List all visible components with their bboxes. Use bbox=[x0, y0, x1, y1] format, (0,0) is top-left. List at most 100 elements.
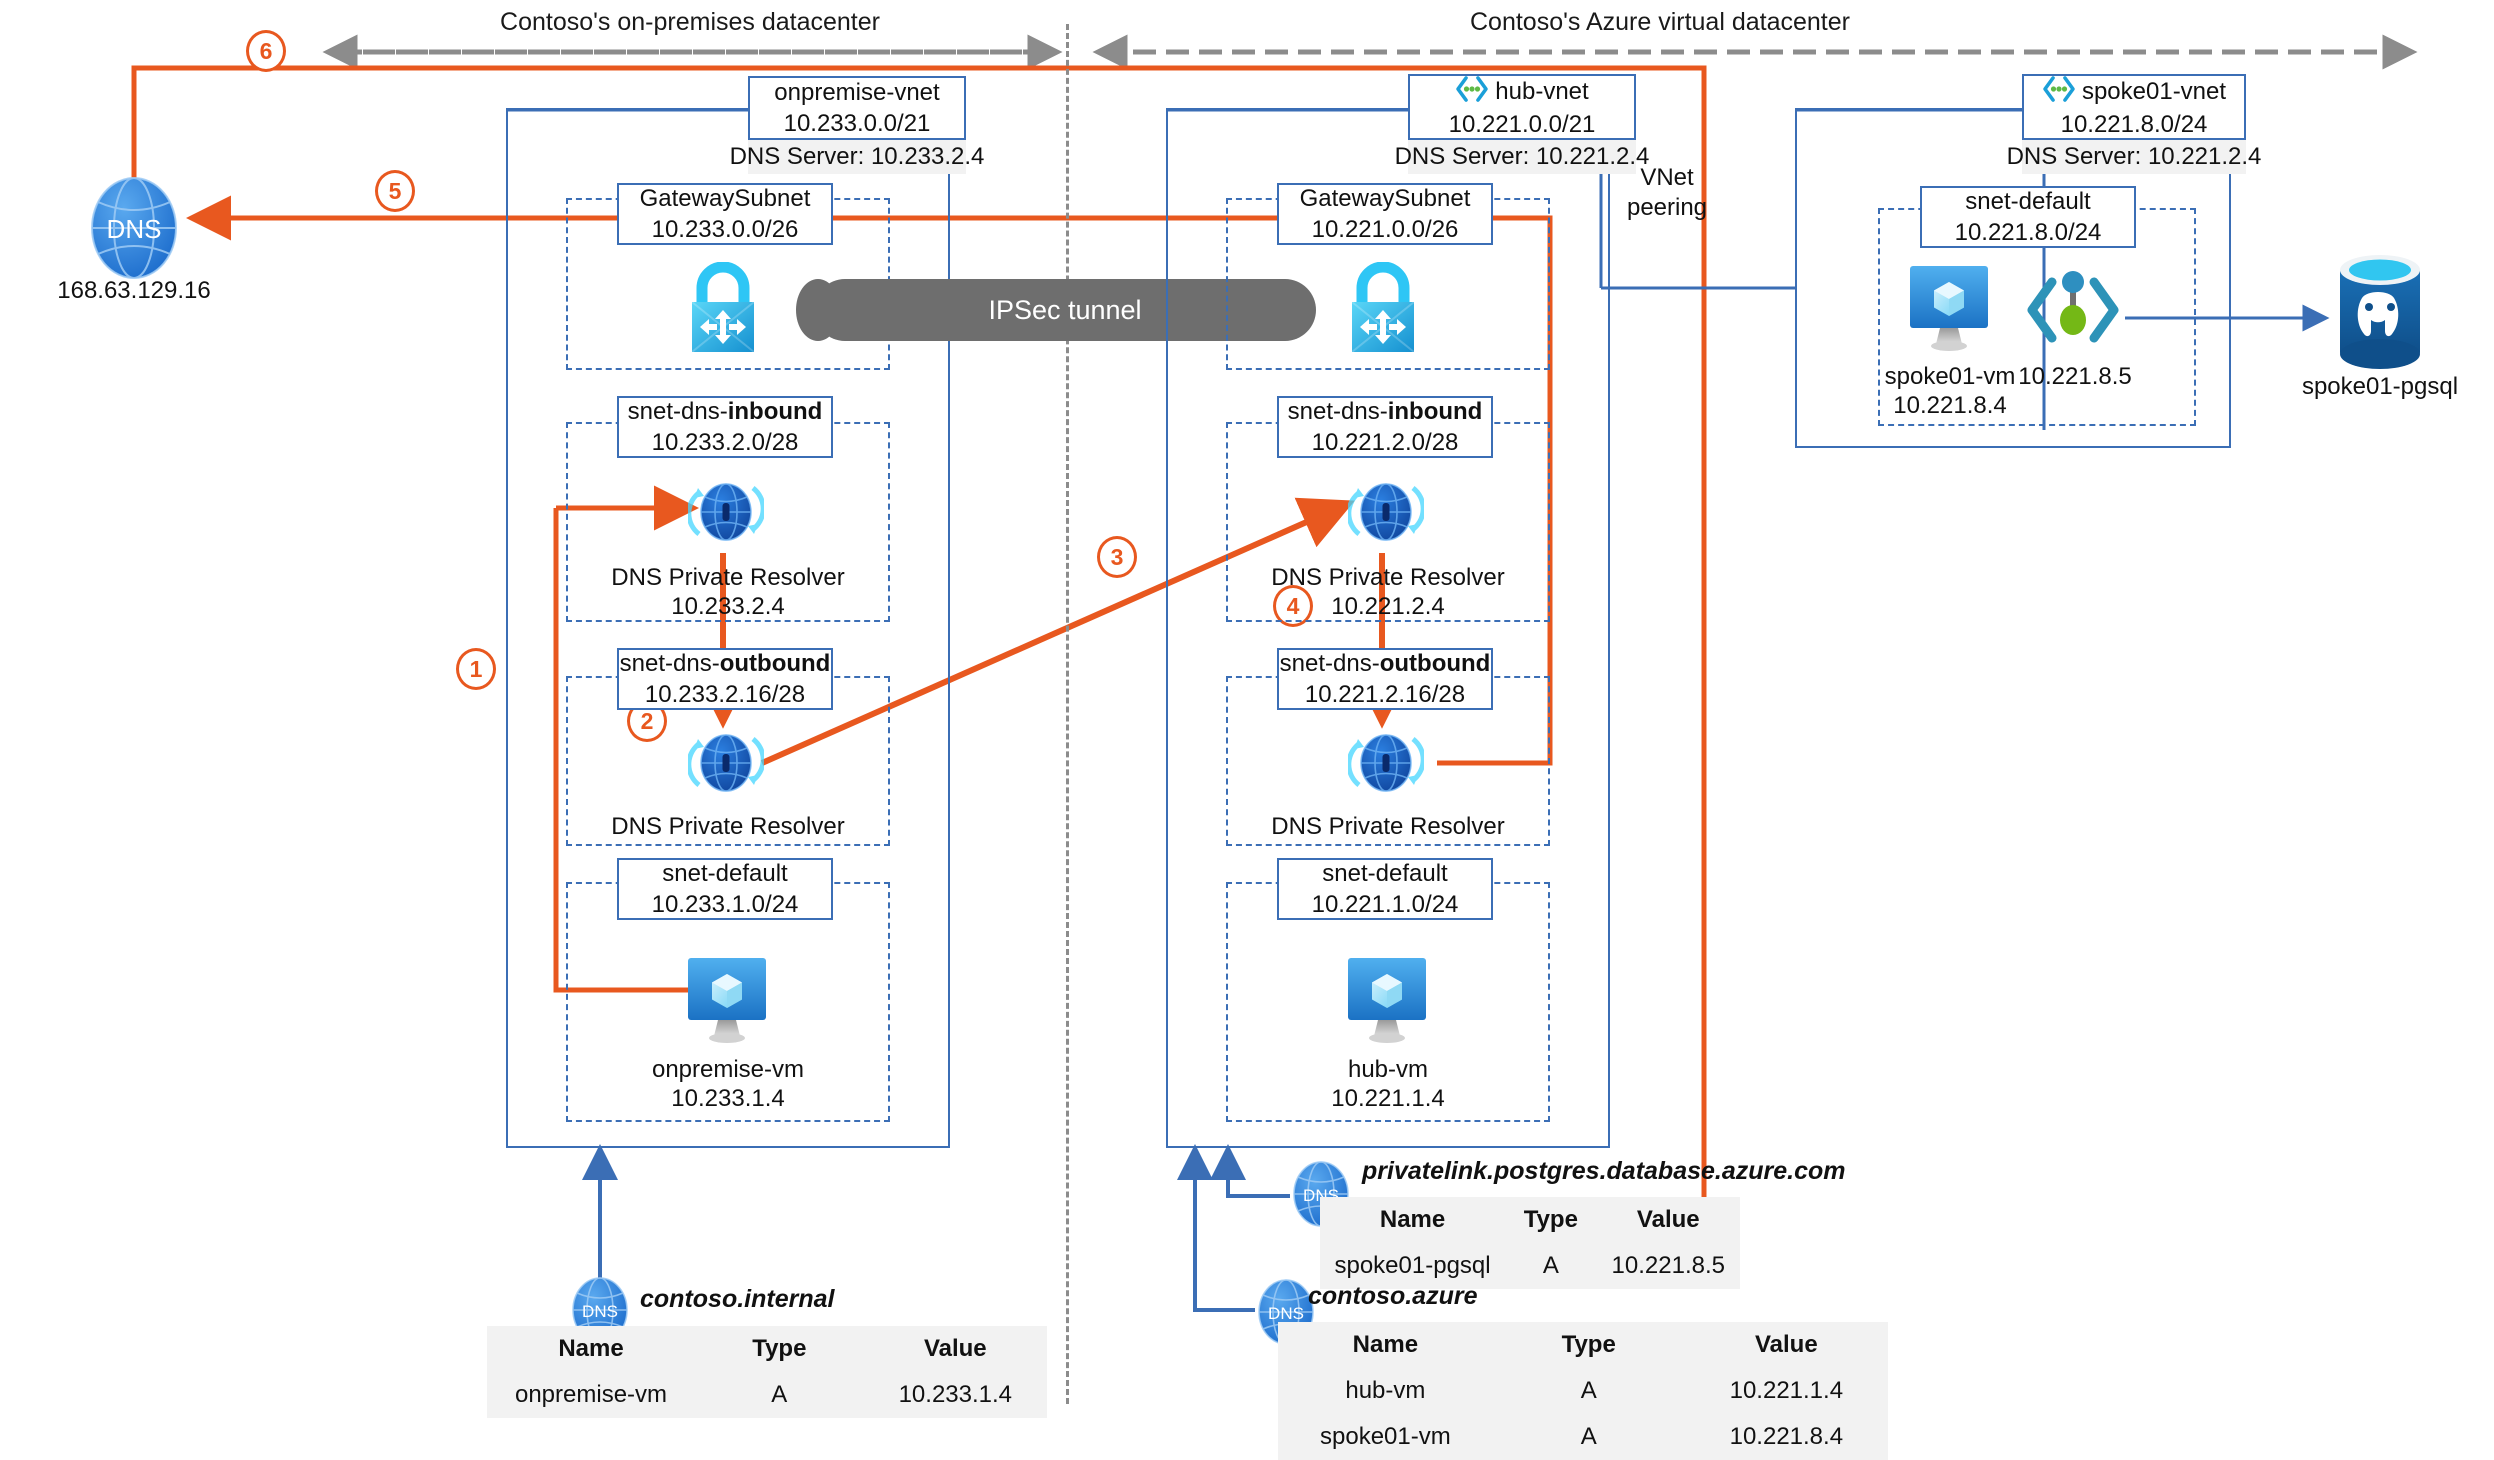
onpremise-snet-dns-inbound-name: snet-dns-inbound bbox=[627, 398, 823, 425]
spoke01-vm-name: spoke01-vm bbox=[1884, 363, 2016, 390]
step-badge-5: 5 bbox=[375, 170, 415, 212]
record-value: 10.233.1.4 bbox=[863, 1372, 1047, 1418]
record-name: onpremise-vm bbox=[487, 1372, 696, 1418]
onpremise-dns-server: DNS Server: 10.233.2.4 bbox=[730, 140, 984, 174]
hub-vnet-cidr: 10.221.0.0/21 bbox=[1448, 111, 1596, 138]
spoke01-pgsql-name: spoke01-pgsql bbox=[2301, 373, 2459, 400]
hub-snet-dns-inbound-cidr: 10.221.2.0/28 bbox=[1311, 429, 1459, 456]
spoke01-vnet-cidr: 10.221.8.0/24 bbox=[2060, 111, 2208, 138]
hub-vnet-card: hub-vnet 10.221.0.0/21 bbox=[1408, 74, 1636, 140]
hub-vpn-gateway-icon bbox=[1332, 262, 1434, 358]
ipsec-tunnel: IPSec tunnel bbox=[796, 279, 1316, 341]
privatelink-zone-name: privatelink.postgres.database.azure.com bbox=[1362, 1157, 1846, 1185]
column-header-name: Name bbox=[487, 1326, 696, 1372]
onpremise-resolver-inbound-ip: 10.233.2.4 bbox=[671, 593, 785, 620]
hub-gatewaysubnet-cidr: 10.221.0.0/26 bbox=[1311, 216, 1459, 243]
step-badge-3: 3 bbox=[1097, 536, 1137, 578]
record-type: A bbox=[695, 1372, 864, 1418]
contoso-azure-link bbox=[1177, 1144, 1255, 1312]
vnet-peering-label-line2: peering bbox=[1626, 194, 1708, 221]
azure-wire-dns-ip: 168.63.129.16 bbox=[57, 277, 211, 304]
hub-dns-private-resolver-inbound-icon bbox=[1348, 472, 1424, 552]
table-header-row: Name Type Value bbox=[1278, 1322, 1888, 1368]
onpremise-resolver-inbound-label: DNS Private Resolver bbox=[611, 564, 845, 591]
column-header-type: Type bbox=[1492, 1322, 1685, 1368]
onpremise-dns-private-resolver-inbound-icon bbox=[688, 472, 764, 552]
zone-divider bbox=[1066, 24, 1069, 1404]
privatelink-table: Name Type Value spoke01-pgsql A 10.221.8… bbox=[1320, 1197, 1740, 1289]
privatelink-zone-link bbox=[1210, 1144, 1290, 1198]
contoso-internal-zone-name: contoso.internal bbox=[640, 1285, 835, 1313]
hub-snet-default-name: snet-default bbox=[1322, 860, 1448, 887]
record-name: spoke01-vm bbox=[1278, 1414, 1493, 1460]
column-header-value: Value bbox=[1684, 1322, 1888, 1368]
hub-vnet-name: hub-vnet bbox=[1495, 78, 1589, 105]
spoke01-snet-default-name: snet-default bbox=[1965, 188, 2091, 215]
contoso-internal-table: Name Type Value onpremise-vm A 10.233.1.… bbox=[487, 1326, 1047, 1418]
hub-dns-server: DNS Server: 10.221.2.4 bbox=[1395, 140, 1649, 174]
onpremise-vm-name: onpremise-vm bbox=[651, 1056, 805, 1083]
hub-snet-dns-outbound-cidr: 10.221.2.16/28 bbox=[1304, 681, 1466, 708]
contoso-azure-zone-name: contoso.azure bbox=[1308, 1282, 1478, 1310]
record-type: A bbox=[1492, 1368, 1685, 1414]
spoke01-vm-icon bbox=[1900, 260, 1998, 358]
column-header-value: Value bbox=[1596, 1197, 1740, 1243]
onpremise-snet-default-card: snet-default 10.233.1.0/24 bbox=[617, 858, 833, 920]
spoke01-vnet-name: spoke01-vnet bbox=[2081, 78, 2227, 105]
spoke01-snet-default-card: snet-default 10.221.8.0/24 bbox=[1920, 186, 2136, 248]
onpremise-snet-dns-outbound-cidr: 10.233.2.16/28 bbox=[644, 681, 806, 708]
hub-snet-dns-outbound-name: snet-dns-outbound bbox=[1279, 650, 1491, 677]
table-row: spoke01-vm A 10.221.8.4 bbox=[1278, 1414, 1888, 1460]
hub-vm-name: hub-vm bbox=[1347, 1056, 1429, 1083]
onpremise-snet-default-cidr: 10.233.1.0/24 bbox=[651, 891, 799, 918]
spoke01-snet-default-cidr: 10.221.8.0/24 bbox=[1954, 219, 2102, 246]
onpremise-vm-icon bbox=[678, 952, 776, 1050]
column-header-type: Type bbox=[695, 1326, 864, 1372]
onpremise-snet-default-name: snet-default bbox=[662, 860, 788, 887]
hub-gatewaysubnet-name: GatewaySubnet bbox=[1299, 185, 1471, 212]
onpremise-vm-ip: 10.233.1.4 bbox=[671, 1085, 785, 1112]
record-name: hub-vm bbox=[1278, 1368, 1493, 1414]
onpremise-snet-dns-inbound-card: snet-dns-inbound 10.233.2.0/28 bbox=[617, 396, 833, 458]
table-header-row: Name Type Value bbox=[487, 1326, 1047, 1372]
hub-vnet-boundary bbox=[1166, 108, 1610, 1148]
spoke01-dns-server: DNS Server: 10.221.2.4 bbox=[2007, 140, 2261, 174]
onpremise-vnet-cidr: 10.233.0.0/21 bbox=[783, 110, 931, 137]
onpremise-gatewaysubnet-name: GatewaySubnet bbox=[639, 185, 811, 212]
spoke01-vnet-card: spoke01-vnet 10.221.8.0/24 bbox=[2022, 74, 2246, 140]
azure-zone-title: Contoso's Azure virtual datacenter bbox=[1470, 8, 1850, 36]
onpremise-vnet-name: onpremise-vnet bbox=[774, 79, 940, 106]
onpremise-snet-dns-outbound-card: snet-dns-outbound 10.233.2.16/28 bbox=[617, 648, 833, 710]
ipsec-tunnel-label: IPSec tunnel bbox=[814, 279, 1316, 341]
hub-snet-dns-outbound-card: snet-dns-outbound 10.221.2.16/28 bbox=[1277, 648, 1493, 710]
onpremise-resolver-outbound-label: DNS Private Resolver bbox=[611, 813, 845, 840]
spoke01-pgsql-icon bbox=[2328, 252, 2432, 372]
onpremise-gatewaysubnet-cidr: 10.233.0.0/26 bbox=[651, 216, 799, 243]
hub-vm-ip: 10.221.1.4 bbox=[1331, 1085, 1445, 1112]
onpremise-dns-private-resolver-outbound-icon bbox=[688, 723, 764, 803]
column-header-name: Name bbox=[1320, 1197, 1506, 1243]
svg-text:DNS: DNS bbox=[582, 1302, 618, 1321]
vnet-peering-label-line1: VNet bbox=[1640, 164, 1694, 191]
spoke01-vnet-boundary bbox=[1795, 108, 2231, 448]
onpremise-vnet-card: onpremise-vnet 10.233.0.0/21 bbox=[748, 76, 966, 140]
hub-resolver-outbound-label: DNS Private Resolver bbox=[1271, 813, 1505, 840]
record-value: 10.221.8.5 bbox=[1596, 1243, 1740, 1289]
onpremise-gatewaysubnet-card: GatewaySubnet 10.233.0.0/26 bbox=[617, 183, 833, 245]
table-row: spoke01-pgsql A 10.221.8.5 bbox=[1320, 1243, 1740, 1289]
vnet-icon bbox=[1455, 74, 1489, 109]
record-type: A bbox=[1492, 1414, 1685, 1460]
hub-snet-default-card: snet-default 10.221.1.0/24 bbox=[1277, 858, 1493, 920]
vnet-icon bbox=[2042, 74, 2076, 109]
onprem-zone-title: Contoso's on-premises datacenter bbox=[500, 8, 880, 36]
hub-snet-default-cidr: 10.221.1.0/24 bbox=[1311, 891, 1459, 918]
hub-vm-icon bbox=[1338, 952, 1436, 1050]
table-row: onpremise-vm A 10.233.1.4 bbox=[487, 1372, 1047, 1418]
hub-gatewaysubnet-card: GatewaySubnet 10.221.0.0/26 bbox=[1277, 183, 1493, 245]
step-badge-1: 1 bbox=[456, 648, 496, 690]
column-header-name: Name bbox=[1278, 1322, 1493, 1368]
svg-text:DNS: DNS bbox=[107, 214, 162, 244]
record-type: A bbox=[1505, 1243, 1597, 1289]
table-header-row: Name Type Value bbox=[1320, 1197, 1740, 1243]
